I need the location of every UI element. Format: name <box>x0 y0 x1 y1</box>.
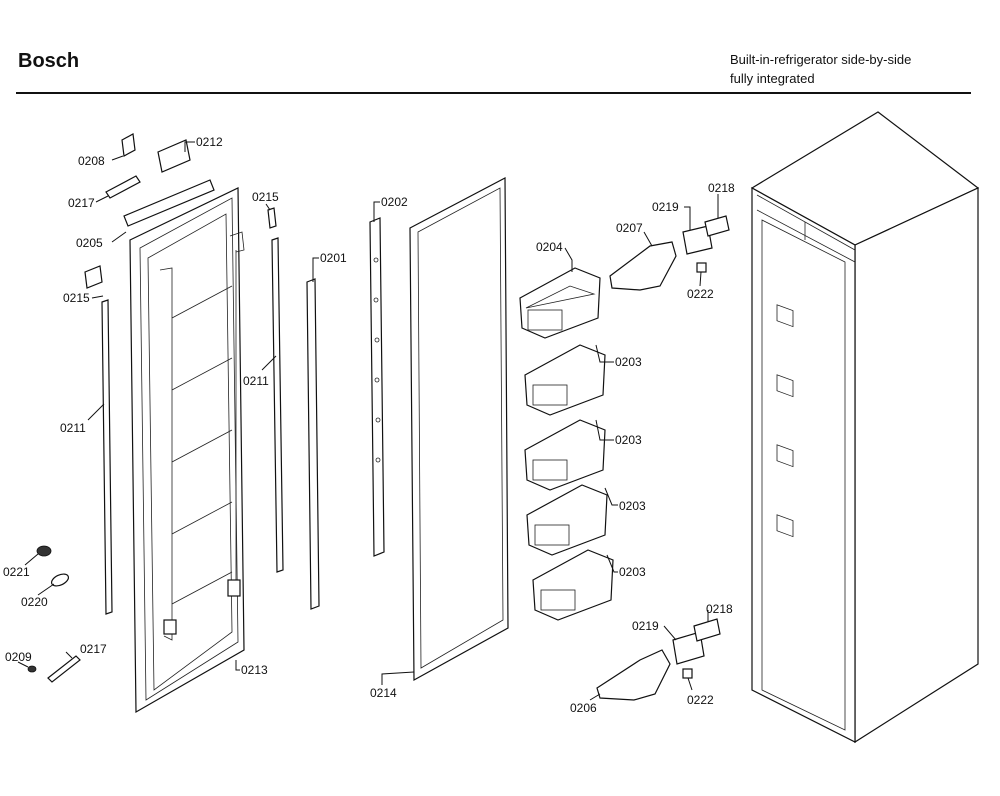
label-0211-left: 0211 <box>60 421 86 435</box>
bottom-left-small-parts <box>27 545 81 683</box>
door-gasket-drawing <box>409 177 509 682</box>
label-0222-bottom: 0222 <box>687 693 714 707</box>
part-labels: 0208 0212 0217 0215 0202 0205 0201 0215 … <box>3 135 735 715</box>
leader-lines <box>17 141 719 701</box>
bin-0203-c <box>526 484 608 556</box>
label-0203-d: 0203 <box>619 565 646 579</box>
label-0202: 0202 <box>381 195 408 209</box>
label-0217-bottom: 0217 <box>80 642 107 656</box>
label-0203-b: 0203 <box>615 433 642 447</box>
label-0217-top: 0217 <box>68 196 95 210</box>
label-0206: 0206 <box>570 701 597 715</box>
label-0218-top: 0218 <box>708 181 735 195</box>
label-0215-left: 0215 <box>63 291 90 305</box>
bin-0204 <box>519 267 601 339</box>
title-line-1: Built-in-refrigerator side-by-side <box>730 52 912 67</box>
brand-name: Bosch <box>18 50 80 72</box>
bin-0203-d <box>532 549 614 621</box>
label-0212: 0212 <box>196 135 223 149</box>
label-0213: 0213 <box>241 663 268 677</box>
label-0201: 0201 <box>320 251 347 265</box>
bin-0203-b <box>524 419 606 491</box>
label-0203-a: 0203 <box>615 355 642 369</box>
door-frame-drawing <box>129 187 245 714</box>
label-0211-mid: 0211 <box>243 374 269 388</box>
label-0220: 0220 <box>21 595 48 609</box>
label-0219-top: 0219 <box>652 200 679 214</box>
label-0221: 0221 <box>3 565 30 579</box>
label-0215-top: 0215 <box>252 190 279 204</box>
top-small-parts <box>84 133 277 289</box>
door-bins-drawing <box>519 267 614 621</box>
title-line-2: fully integrated <box>730 71 815 86</box>
label-0218-bottom: 0218 <box>706 602 733 616</box>
label-0208: 0208 <box>78 154 105 168</box>
hinge-parts <box>596 215 730 701</box>
label-0214: 0214 <box>370 686 397 700</box>
header-divider <box>16 92 971 94</box>
cabinet-drawing <box>750 111 980 744</box>
label-0203-c: 0203 <box>619 499 646 513</box>
vertical-strip-parts <box>101 217 385 615</box>
bin-0203-a <box>524 344 606 416</box>
label-0205: 0205 <box>76 236 103 250</box>
diagram-title: Built-in-refrigerator side-by-side fully… <box>730 50 911 88</box>
label-0219-bottom: 0219 <box>632 619 659 633</box>
label-0209: 0209 <box>5 650 32 664</box>
label-0204: 0204 <box>536 240 563 254</box>
label-0222-top: 0222 <box>687 287 714 301</box>
label-0207: 0207 <box>616 221 643 235</box>
